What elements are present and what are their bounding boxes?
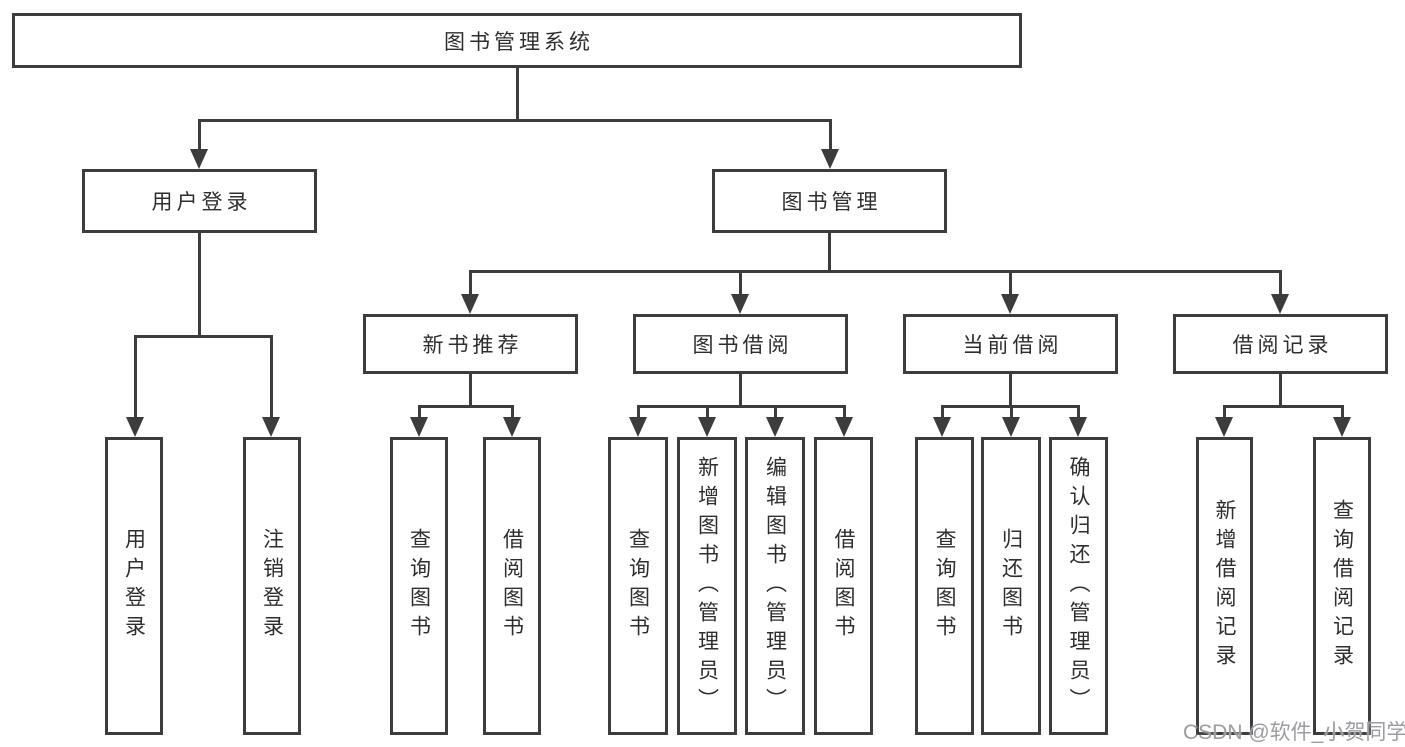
connector-line	[511, 405, 514, 419]
arrow-down-icon	[1002, 417, 1020, 437]
leaf-borrow-books-recommend: 借阅图书	[483, 437, 541, 735]
connector-line	[1077, 405, 1080, 419]
connector-line	[134, 335, 273, 338]
connector-line	[516, 68, 519, 121]
connector-line	[1010, 405, 1013, 419]
connector-line	[198, 119, 201, 151]
node-label: 确认归还（管理员）	[1067, 455, 1090, 717]
connector-line	[418, 405, 514, 408]
arrow-down-icon	[698, 417, 716, 437]
arrow-down-icon	[1001, 294, 1019, 314]
node-label: 借阅图书	[500, 528, 524, 644]
connector-line	[198, 119, 832, 122]
node-label: 用户登录	[122, 528, 146, 644]
node-label: 编辑图书（管理员）	[763, 455, 787, 717]
node-label: 注销登录	[260, 528, 284, 644]
leaf-user-login: 用户登录	[105, 437, 163, 735]
connector-line	[829, 119, 832, 151]
node-current-borrowing: 当前借阅	[903, 314, 1118, 374]
connector-line	[637, 405, 845, 408]
node-label: 借阅记录	[1232, 334, 1333, 357]
node-book-borrowing: 图书借阅	[633, 314, 848, 374]
csdn-watermark: CSDN @软件_小贺同学	[1183, 721, 1405, 744]
node-borrow-records: 借阅记录	[1173, 314, 1388, 374]
connector-line	[1279, 374, 1282, 407]
node-label: 查询借阅记录	[1330, 499, 1354, 673]
node-user-login: 用户登录	[82, 169, 317, 233]
node-label: 图书管理	[781, 191, 882, 214]
connector-line	[134, 335, 137, 419]
node-label: 查询图书	[933, 528, 956, 644]
connector-line	[1009, 374, 1012, 407]
arrow-down-icon	[835, 417, 853, 437]
connector-line	[774, 405, 777, 419]
arrow-down-icon	[126, 417, 144, 437]
arrow-down-icon	[1215, 417, 1233, 437]
leaf-return-books: 归还图书	[981, 437, 1041, 735]
arrow-down-icon	[1333, 417, 1351, 437]
connector-line	[739, 374, 742, 407]
connector-line	[1009, 270, 1012, 296]
connector-line	[1279, 270, 1282, 296]
node-label: 归还图书	[999, 528, 1023, 644]
connector-line	[1341, 405, 1344, 419]
connector-line	[469, 270, 472, 296]
connector-line	[739, 270, 742, 296]
arrow-down-icon	[1271, 294, 1289, 314]
connector-line	[270, 335, 273, 419]
connector-line	[1223, 405, 1344, 408]
node-label: 新增借阅记录	[1213, 499, 1236, 673]
connector-line	[198, 233, 201, 336]
arrow-down-icon	[461, 294, 479, 314]
node-label: 当前借阅	[962, 334, 1063, 357]
node-label: 查询图书	[626, 528, 650, 644]
leaf-add-books-admin: 新增图书（管理员）	[677, 437, 737, 735]
connector-line	[828, 233, 831, 271]
connector-line	[1223, 405, 1226, 419]
connector-line	[637, 405, 640, 419]
leaf-confirm-return-admin: 确认归还（管理员）	[1049, 437, 1108, 735]
arrow-down-icon	[629, 417, 647, 437]
arrow-down-icon	[766, 417, 784, 437]
node-label: 借阅图书	[832, 528, 855, 644]
connector-line	[469, 374, 472, 407]
node-label: 新增图书（管理员）	[695, 455, 719, 717]
arrow-down-icon	[503, 417, 521, 437]
connector-line	[843, 405, 846, 419]
connector-line	[941, 405, 944, 419]
leaf-add-borrow-record: 新增借阅记录	[1196, 437, 1253, 735]
leaf-query-borrow-record: 查询借阅记录	[1313, 437, 1371, 735]
arrow-down-icon	[1069, 417, 1087, 437]
leaf-query-books-borrowing: 查询图书	[608, 437, 668, 735]
node-library-system: 图书管理系统	[12, 13, 1022, 68]
connector-line	[469, 270, 1282, 273]
arrow-down-icon	[410, 417, 428, 437]
arrow-down-icon	[731, 294, 749, 314]
leaf-edit-books-admin: 编辑图书（管理员）	[745, 437, 805, 735]
connector-line	[418, 405, 421, 419]
connector-line	[706, 405, 709, 419]
node-label: 新书推荐	[422, 334, 523, 357]
arrow-down-icon	[821, 149, 839, 169]
node-label: 图书借阅	[692, 334, 793, 357]
leaf-query-books-recommend: 查询图书	[390, 437, 448, 735]
node-label: 查询图书	[407, 528, 431, 644]
arrow-down-icon	[190, 149, 208, 169]
node-book-management: 图书管理	[712, 169, 947, 233]
node-label: 用户登录	[151, 191, 252, 214]
arrow-down-icon	[262, 417, 280, 437]
node-label: 图书管理系统	[444, 30, 594, 54]
leaf-borrow-books: 借阅图书	[814, 437, 873, 735]
leaf-query-books-current: 查询图书	[915, 437, 974, 735]
arrow-down-icon	[933, 417, 951, 437]
node-new-book-recommend: 新书推荐	[363, 314, 578, 374]
leaf-logout: 注销登录	[243, 437, 301, 735]
